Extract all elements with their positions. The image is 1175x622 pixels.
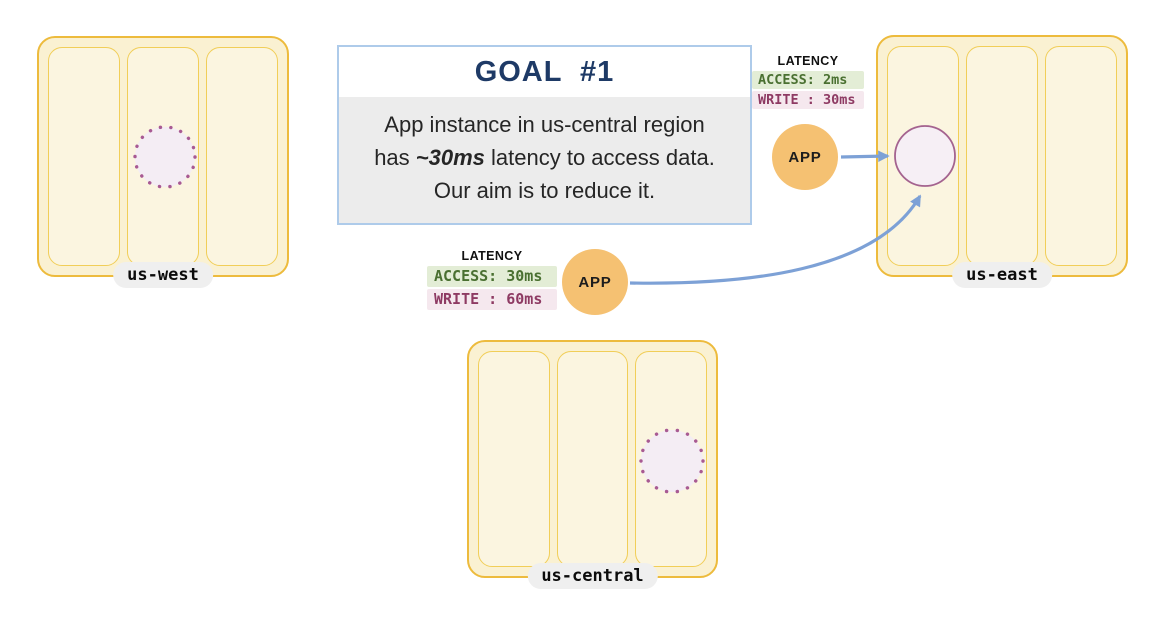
region-us-central-zone-2: [556, 351, 629, 567]
region-us-west-zone-2: [127, 47, 199, 266]
latency-block-east: LATENCY ACCESS: 2ms WRITE : 30ms: [752, 54, 864, 109]
region-us-east: us-east: [876, 35, 1128, 288]
region-us-central-zone-3: [635, 351, 708, 567]
region-us-west-zone-1: [48, 47, 120, 266]
region-label-us-east: us-east: [952, 262, 1052, 288]
region-us-central-zone-1: [478, 351, 550, 567]
region-us-west: us-west: [37, 36, 289, 288]
region-label-us-central: us-central: [527, 563, 658, 589]
app-instance-east: APP: [772, 124, 838, 190]
latency-central-title: LATENCY: [461, 249, 523, 263]
goal-line-3: Our aim is to reduce it.: [433, 178, 656, 203]
latency-central-access: ACCESS: 30ms: [427, 266, 557, 287]
latency-east-write: WRITE : 30ms: [752, 91, 864, 109]
goal-title: GOAL #1: [474, 55, 615, 88]
region-us-east-zone-3: [1045, 46, 1117, 266]
goal-line-2: has ~30ms latency to access data.: [339, 141, 750, 174]
app-instance-central: APP: [562, 249, 628, 315]
goal-line-1: App instance in us-central region: [384, 112, 705, 137]
region-us-east-zone-1: [887, 46, 959, 266]
latency-central-write: WRITE : 60ms: [427, 289, 557, 310]
goal-line-2-emphasis: ~30ms: [415, 145, 485, 170]
goal-header: GOAL #1: [339, 47, 750, 97]
goal-body: App instance in us-central region has ~3…: [339, 97, 750, 223]
goal-line-2-post: latency to access data.: [484, 145, 715, 170]
latency-east-title: LATENCY: [777, 54, 839, 68]
latency-block-central: LATENCY ACCESS: 30ms WRITE : 60ms: [427, 249, 557, 310]
latency-east-access: ACCESS: 2ms: [752, 71, 864, 89]
goal-line-2-pre: has: [374, 145, 416, 170]
region-us-west-zone-3: [206, 47, 278, 266]
region-us-east-zone-2: [966, 46, 1038, 266]
goal-box: GOAL #1 App instance in us-central regio…: [337, 45, 752, 225]
region-label-us-west: us-west: [113, 262, 213, 288]
region-us-central: us-central: [467, 340, 718, 589]
